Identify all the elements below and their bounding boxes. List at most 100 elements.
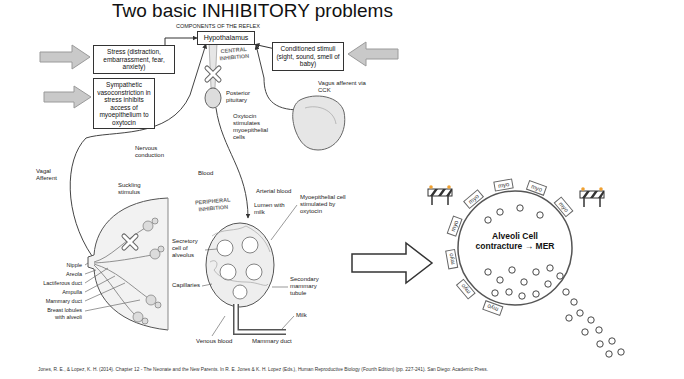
milk-droplet [563, 289, 569, 295]
part-label: Nervous conduction [135, 145, 175, 159]
roadblock-icon [581, 187, 585, 191]
input-arrow [40, 45, 90, 69]
milk-droplet [618, 349, 624, 355]
part-label: Mammary duct [252, 338, 292, 345]
milk-droplet [547, 265, 553, 271]
stomach [293, 96, 345, 150]
inhibition-x [124, 236, 136, 248]
node-text: myo [498, 180, 511, 190]
milk-droplet [582, 329, 588, 335]
milk-droplet [509, 267, 515, 273]
inhibition-x [124, 236, 136, 248]
node-text: Alveoli Cell contracture → MER [473, 231, 557, 251]
stomach [293, 96, 345, 150]
roadblock-icon [580, 191, 604, 198]
node-text: Sympathetic vasoconstriction in stress i… [97, 81, 151, 126]
alveolus-lobule [236, 304, 286, 332]
citation-caption: Jones, R. E., & Lopez, K. H. (2014). Cha… [38, 367, 488, 373]
milk-droplet [485, 269, 491, 275]
roadblock-icon [580, 187, 604, 207]
breast [152, 218, 158, 224]
part-label: Blood [198, 170, 213, 177]
part-label: Mammary duct [38, 298, 82, 305]
process-box: Stress (distraction, embarrassment, fear… [93, 45, 175, 74]
leader-line [272, 287, 288, 288]
alveolus-circle: Alveoli Cell contracture → MER [457, 190, 573, 306]
node-text: myo [447, 253, 457, 266]
milk-droplet [517, 205, 523, 211]
roadblock-icon [428, 189, 452, 196]
breast [143, 221, 153, 231]
milk-droplet [588, 317, 594, 323]
milk-droplet [537, 212, 543, 218]
inhibition-x [207, 68, 219, 80]
roadblock-icon [599, 187, 603, 191]
roadblock-icon [599, 198, 601, 207]
inhibition-stamp: CENTRAL INHIBITION [216, 46, 251, 62]
breast [133, 218, 164, 324]
milk-droplet [566, 315, 572, 321]
milk-droplet [606, 351, 612, 357]
milk-droplet [492, 290, 498, 296]
alveolus-lobule [210, 226, 270, 285]
part-label: Areola [38, 271, 82, 278]
myoepithelial-segment: myo [493, 178, 514, 191]
breast [94, 228, 145, 262]
leader-line [202, 284, 212, 286]
alveolus-lobule [233, 285, 247, 299]
roadblock-icon [582, 191, 604, 198]
milk-droplet [497, 277, 503, 283]
roadblock-icon [428, 185, 452, 205]
breast [142, 318, 148, 324]
connector-arrow [255, 44, 272, 48]
nerve-pathway [70, 43, 300, 256]
breast [168, 198, 169, 330]
milk-droplet [571, 299, 577, 305]
part-label: Suckling stimulus [118, 182, 158, 196]
breast [133, 312, 143, 322]
leader-line [271, 205, 297, 240]
part-label: Secretory cell of alveolus [172, 238, 203, 259]
node-text: Hypothalamus [201, 34, 251, 42]
myoepithelial-segment: myo [445, 249, 458, 270]
pituitary [209, 43, 217, 88]
roadblock-icon [431, 196, 433, 205]
part-label: Myoepithelial cell stimulated by oxytoci… [300, 194, 350, 215]
breast [155, 302, 161, 308]
milk-droplet [497, 209, 503, 215]
part-label: Nipple [38, 262, 82, 269]
leader-line [85, 283, 125, 301]
process-box: Hypothalamus [197, 31, 255, 45]
part-label: Secondary mammary tubule [290, 276, 332, 297]
roadblock-icon [429, 185, 433, 189]
alveolus-lobule [210, 261, 268, 286]
alveolus-lobule [242, 237, 258, 253]
alveolus-outline [458, 191, 572, 305]
pituitary [205, 43, 221, 108]
part-label: Ampulla [38, 289, 82, 296]
roadblock-icon [583, 198, 585, 207]
node-text: myo [486, 302, 499, 313]
alveolus-lobule [236, 304, 286, 332]
leader-line [282, 316, 294, 329]
alveolus-lobule [206, 223, 274, 307]
node-text: myo [449, 219, 460, 232]
part-label: Vagus afferent via CCK [318, 80, 366, 94]
milk-droplet [485, 205, 624, 357]
leader-line [212, 316, 225, 336]
stomach [305, 107, 336, 124]
alveolus-lobule [217, 237, 262, 299]
process-box: Sympathetic vasoconstriction in stress i… [93, 78, 155, 129]
leader-line [205, 249, 217, 250]
milk-droplet [533, 291, 539, 297]
input-arrow [44, 86, 91, 108]
process-box: Conditioned stimuli (sight, sound, smell… [272, 42, 344, 71]
breast [88, 198, 168, 330]
alveolus-lobule [212, 226, 270, 252]
part-label: Lumen with milk [254, 202, 288, 216]
node-text: myo [530, 182, 543, 193]
connector-arrow [165, 38, 197, 45]
milk-droplet [545, 281, 551, 287]
leader-line [85, 270, 96, 274]
